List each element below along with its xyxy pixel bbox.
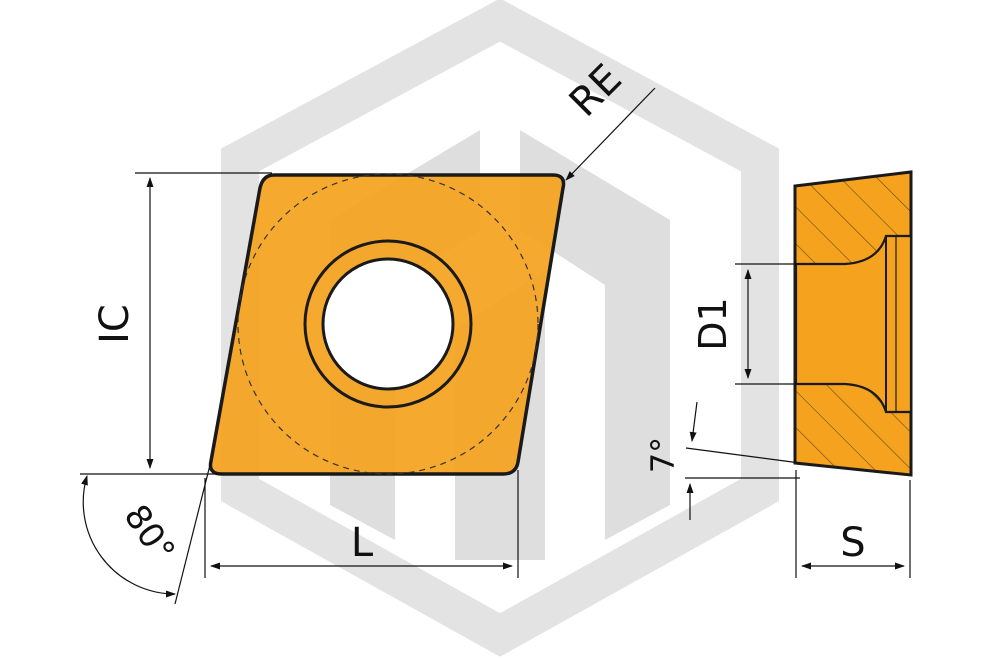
clearance-angle-label: 7° — [644, 437, 682, 473]
ic-dimension: IC — [80, 172, 272, 475]
insert-top-view — [208, 173, 566, 476]
l-label: L — [351, 520, 374, 566]
l-dimension: L — [204, 470, 519, 578]
corner-angle-dimension: 80° — [81, 460, 212, 605]
inscribed-circle — [237, 173, 539, 475]
d1-dimension: D1 — [691, 263, 800, 385]
hole-inner — [321, 257, 455, 391]
corner-angle-label: 80° — [116, 498, 183, 570]
clearance-angle-dimension: 7° — [644, 401, 801, 520]
insert-side-view — [793, 170, 913, 477]
ic-label: IC — [92, 304, 138, 344]
s-dimension: S — [795, 470, 911, 578]
s-label: S — [840, 520, 865, 566]
d1-label: D1 — [691, 297, 735, 350]
hole-outer — [303, 239, 473, 409]
